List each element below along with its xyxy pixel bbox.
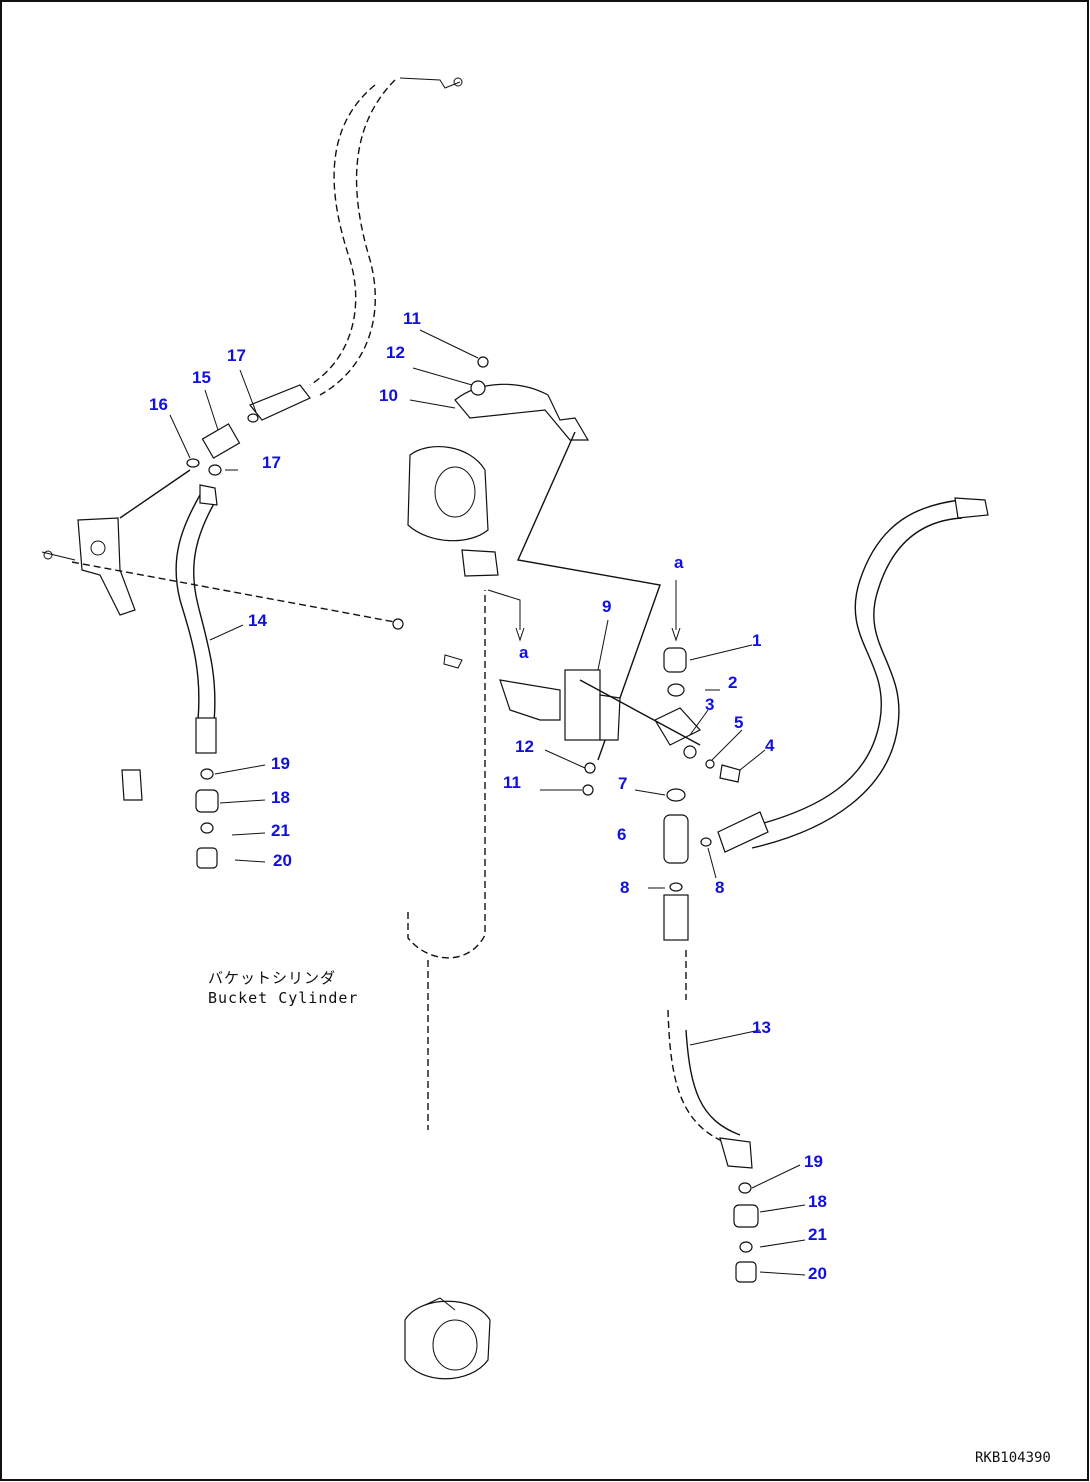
callout-3: 3 bbox=[705, 695, 714, 714]
callout-17-lower: 17 bbox=[262, 453, 281, 472]
fittings-15-17 bbox=[186, 413, 259, 476]
callout-16: 16 bbox=[149, 395, 168, 414]
callout-20-right: 20 bbox=[808, 1264, 827, 1283]
callout-21-right: 21 bbox=[808, 1225, 827, 1244]
bucket-cylinder bbox=[407, 446, 499, 1130]
caption-japanese: バケットシリンダ bbox=[208, 969, 336, 987]
leader-lines bbox=[169, 329, 806, 1276]
leader-16-line bbox=[119, 469, 191, 519]
callout-11-lower: 11 bbox=[503, 773, 521, 792]
leader-chain bbox=[516, 431, 661, 761]
callout-19-left: 19 bbox=[271, 754, 290, 773]
callout-4: 4 bbox=[765, 736, 775, 755]
callout-8-right: 8 bbox=[715, 878, 724, 897]
clamp-10 bbox=[454, 356, 590, 441]
callout-8-left: 8 bbox=[620, 878, 629, 897]
ref-arrow-a-left bbox=[487, 589, 521, 630]
callout-12-top: 12 bbox=[386, 343, 405, 362]
ref-arrowhead bbox=[515, 627, 525, 642]
callout-19-right: 19 bbox=[804, 1152, 823, 1171]
ref-a-left: a bbox=[519, 643, 529, 662]
callout-5: 5 bbox=[734, 713, 743, 732]
callout-20-left: 20 bbox=[273, 851, 292, 870]
callout-9: 9 bbox=[602, 597, 611, 616]
callout-15: 15 bbox=[192, 368, 211, 387]
callout-14: 14 bbox=[248, 611, 267, 630]
callout-1: 1 bbox=[752, 631, 761, 650]
left-bracket bbox=[41, 517, 136, 616]
drawing-code: RKB104390 bbox=[975, 1450, 1051, 1466]
upper-left-hose bbox=[249, 77, 463, 421]
callout-10: 10 bbox=[379, 386, 398, 405]
valve-block bbox=[579, 580, 741, 892]
callout-18-right: 18 bbox=[808, 1192, 827, 1211]
ref-a-top: a bbox=[674, 553, 684, 572]
cylinder-bottom-end bbox=[404, 1297, 491, 1380]
callout-11-top: 11 bbox=[403, 309, 421, 328]
hose-13 bbox=[663, 894, 753, 1169]
callout-21-left: 21 bbox=[271, 821, 290, 840]
callout-13: 13 bbox=[752, 1018, 771, 1037]
bolt-end bbox=[392, 618, 404, 630]
callout-17-top: 17 bbox=[227, 346, 246, 365]
callout-6: 6 bbox=[617, 825, 626, 844]
hose-14 bbox=[175, 484, 218, 754]
left-lower-fittings bbox=[121, 768, 219, 869]
right-lower-fittings bbox=[733, 1182, 759, 1283]
callout-7: 7 bbox=[618, 774, 627, 793]
caption-english: Bucket Cylinder bbox=[208, 989, 358, 1007]
bracket-9 bbox=[499, 669, 621, 796]
callout-2: 2 bbox=[728, 673, 737, 692]
callout-12-lower: 12 bbox=[515, 737, 534, 756]
right-upper-hose bbox=[717, 497, 989, 853]
callout-18-left: 18 bbox=[271, 788, 290, 807]
